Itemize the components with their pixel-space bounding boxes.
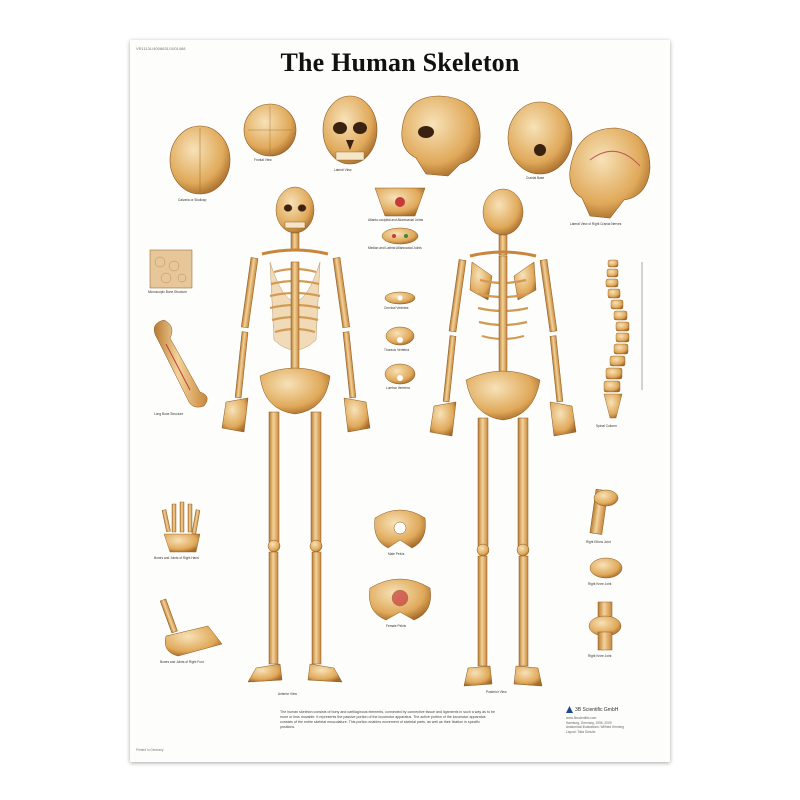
skull-superior-illustration: [169, 125, 231, 195]
page-title: The Human Skeleton: [280, 48, 520, 77]
caption-thoracic: Thoracic Vertebra: [384, 348, 410, 352]
caption-long-bone: Long Bone Structure: [154, 412, 184, 416]
poster: VR1113L/4006631/1001468 The Human Skelet…: [130, 40, 670, 762]
long-bone-illustration: [153, 319, 208, 408]
caption-spine: Spinal Column: [596, 424, 617, 428]
foot-illustration: [159, 598, 223, 657]
skull-frontal-illustration: [322, 95, 378, 165]
posterior-skeleton: [429, 188, 577, 687]
skull-base-illustration: [507, 101, 573, 175]
spine-illustration: [603, 259, 630, 419]
knee-posterior-illustration: [588, 601, 622, 651]
publisher-info-line: www.3bscientific.com: [566, 716, 597, 720]
bone-microscopic-illustration: [149, 249, 193, 289]
caption-skull-lateral: Lateral View: [334, 168, 352, 172]
printed-in-label: Printed in Germany: [136, 748, 164, 752]
caption-lumbar: Lumbar Vertebra: [386, 386, 410, 390]
caption-anterior-view: Anterior View: [278, 692, 297, 696]
caption-skull-frontal: Frontal View: [254, 158, 272, 162]
publisher-name: 3B Scientific GmbH: [575, 706, 619, 713]
elbow-illustration: [589, 488, 619, 535]
skeleton-illustrations: [149, 95, 651, 687]
publisher-info: www.3bscientific.com Hamburg, Germany, 1…: [566, 716, 662, 734]
knee-anterior-illustration: [589, 557, 623, 579]
skull-midsagittal-illustration: [569, 127, 651, 219]
caption-skull-base: Cranial Base: [526, 176, 545, 180]
atlanto-occipital-illustration: [374, 187, 426, 217]
publisher-info-line: Layout: Tilda Schultz: [566, 729, 596, 734]
caption-foot: Bones and Joints of Right Foot: [160, 660, 204, 664]
caption-knee-anterior: Right Knee Joint: [588, 582, 612, 586]
caption-posterior-view: Posterior View: [486, 690, 507, 694]
3b-logo-icon: [566, 706, 573, 713]
publisher-info-line: Hamburg, Germany, 1996, 2009: [566, 720, 612, 725]
caption-knee-posterior: Right Knee Joint: [588, 654, 612, 658]
caption-hand: Bones and Joints of Right Hand: [154, 556, 199, 560]
skull-lateral-illustration: [401, 95, 481, 177]
skull-frontal-bone-illustration: [243, 103, 297, 157]
female-pelvis-illustration: [369, 578, 431, 621]
male-pelvis-illustration: [374, 509, 426, 549]
poster-code: VR1113L/4006631/1001468: [136, 46, 186, 51]
anterior-skeleton: [221, 186, 371, 683]
description-text: The human skeleton consists of bony and …: [280, 710, 495, 729]
caption-median-joints: Median and Lateral Atlantoaxial Joints: [368, 246, 422, 250]
caption-cervical: Cervical Vertebra: [384, 306, 409, 310]
caption-female-pelvis: Female Pelvis: [386, 624, 407, 628]
lumbar-vertebra-illustration: [384, 363, 416, 385]
caption-atlanto-occipital: Atlanto-occipital and Atlantoaxial Joint…: [368, 218, 424, 222]
caption-male-pelvis: Male Pelvis: [388, 552, 405, 556]
caption-bone-microscopic: Microscopic Bone Structure: [148, 290, 187, 294]
median-joints-illustration: [381, 227, 419, 245]
hand-illustration: [161, 501, 201, 553]
publisher-info-line: Anatomical Illustrations: Wilfried Henni…: [566, 725, 624, 729]
caption-skull-midsagittal: Lateral View of Right Cranial Nerves: [570, 222, 622, 226]
caption-elbow: Right Elbow Joint: [586, 540, 611, 544]
publisher-logo: 3B Scientific GmbH: [566, 706, 662, 713]
cervical-vertebra-illustration: [384, 291, 416, 305]
thoracic-vertebra-illustration: [385, 326, 415, 346]
caption-skull-superior: Calvaria or Skullcap: [178, 198, 207, 202]
